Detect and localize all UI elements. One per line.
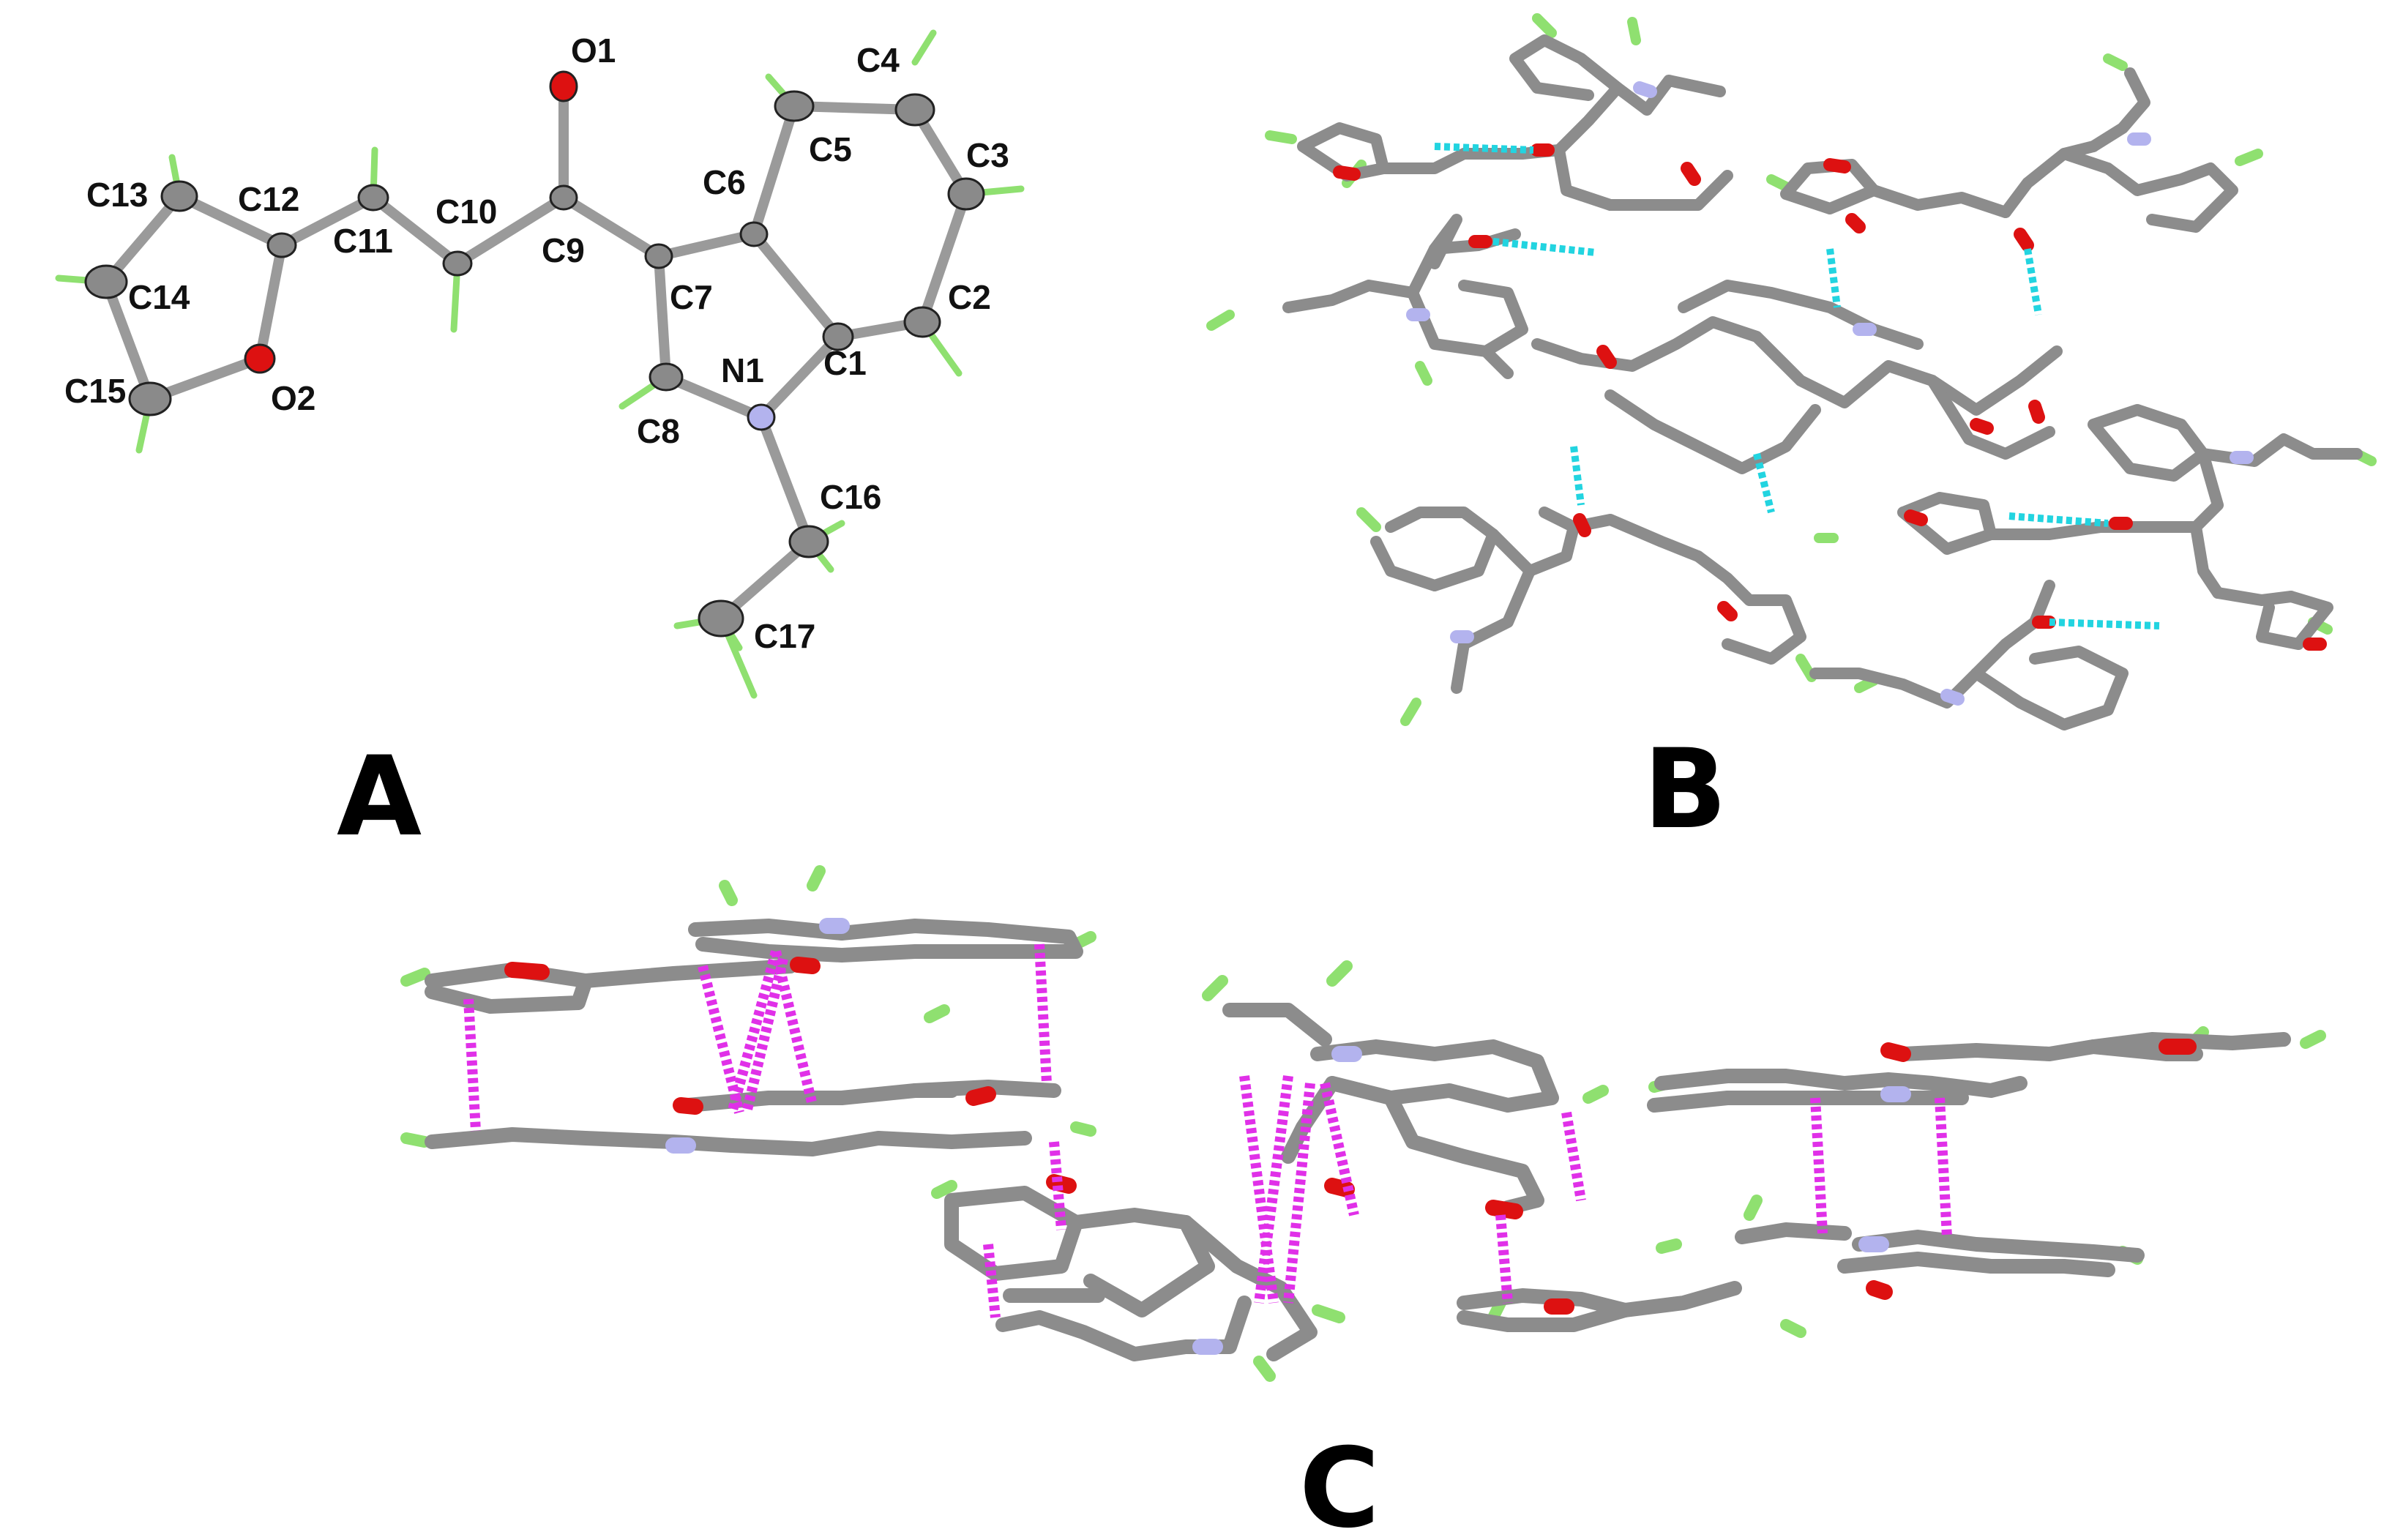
panel-a-ortep-molecule: O1 C4 C3 C5 C6 C12 C13 C10 C11 C9 C14 C7…	[55, 29, 1025, 861]
label-c17: C17	[754, 617, 815, 655]
label-c11: C11	[333, 222, 393, 260]
label-c8: C8	[637, 412, 680, 450]
oxygen-atoms-b	[1333, 143, 2327, 651]
panel-b-hydrogen-bond-network: B	[1206, 13, 2377, 853]
label-c4: C4	[856, 41, 900, 79]
label-c6: C6	[703, 163, 746, 201]
bonds-b	[1282, 34, 2363, 730]
label-c3: C3	[966, 136, 1009, 174]
label-c7: C7	[670, 278, 713, 316]
label-c1: C1	[823, 344, 867, 382]
bonds-a	[101, 86, 971, 624]
label-c10: C10	[436, 192, 497, 231]
nitrogen-atoms-c	[665, 918, 1911, 1355]
label-o1: O1	[571, 31, 616, 70]
h-atoms-b	[1206, 13, 2377, 726]
panel-label-b: B	[1643, 726, 1727, 853]
label-c9: C9	[542, 231, 585, 269]
hydrogen-bonds-a	[55, 29, 1025, 699]
label-c14: C14	[128, 278, 190, 316]
panel-label-a: A	[337, 733, 422, 861]
oxygen-atom-o1	[549, 70, 578, 102]
bonds-c	[425, 919, 2291, 1361]
label-c16: C16	[820, 478, 881, 516]
label-o2: O2	[271, 379, 315, 417]
label-c15: C15	[64, 372, 126, 410]
label-c12: C12	[238, 180, 299, 218]
label-c5: C5	[809, 130, 852, 168]
label-c2: C2	[948, 278, 991, 316]
oxygen-atom-o2	[244, 343, 276, 374]
h-bond-contacts-b	[1434, 143, 2160, 629]
panel-c-pi-stacking: C	[400, 865, 2326, 1540]
label-c13: C13	[86, 176, 148, 214]
nitrogen-atom-n1	[747, 403, 776, 431]
h-atoms-c	[400, 865, 2326, 1382]
panel-label-c: C	[1299, 1425, 1380, 1540]
pi-stacking-contacts-c	[463, 943, 1952, 1318]
atom-labels-a: O1 C4 C3 C5 C6 C12 C13 C10 C11 C9 C14 C7…	[64, 31, 1009, 655]
oxygen-atoms-c	[504, 957, 2197, 1315]
label-n1: N1	[721, 351, 764, 389]
atoms-a	[84, 70, 985, 638]
nitrogen-atoms-b	[1406, 81, 2254, 706]
